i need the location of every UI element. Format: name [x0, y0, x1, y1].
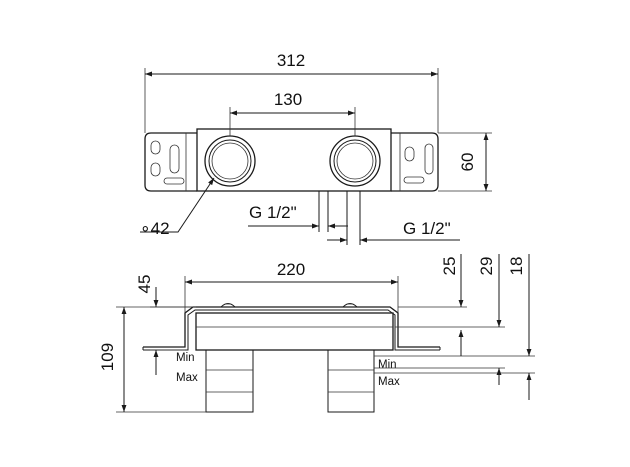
side-bracket	[142, 303, 441, 351]
label-max-right: Max	[378, 376, 400, 388]
dimension-29: 29	[477, 254, 502, 385]
dim-center-distance: 130	[274, 90, 302, 109]
dimension-109: 109	[98, 306, 206, 413]
right-outlet	[329, 135, 381, 187]
dim-29: 29	[477, 257, 496, 276]
left-pipe	[205, 349, 254, 413]
dim-diameter: ∘42	[140, 219, 170, 238]
right-pipe	[327, 349, 375, 413]
side-body	[195, 312, 394, 351]
top-body	[196, 128, 392, 192]
dimension-thread-left: G 1/2"	[248, 203, 348, 229]
dimension-25: 25	[440, 254, 464, 356]
side-view: 220 45 109 Min Max Min Max	[98, 254, 535, 413]
thread-pipes	[318, 191, 361, 245]
left-outlet	[204, 135, 256, 187]
dim-width: 220	[277, 260, 305, 279]
dimension-18: 18	[507, 254, 532, 400]
dim-overall-width: 312	[277, 51, 305, 70]
dim-total-109: 109	[98, 343, 117, 371]
dim-thread-left: G 1/2"	[249, 203, 297, 222]
dim-depth-45: 45	[135, 275, 154, 294]
label-min-right: Min	[378, 359, 397, 371]
dimension-diameter: ∘42	[140, 177, 215, 238]
label-min-left: Min	[176, 352, 195, 364]
dim-thread-right: G 1/2"	[403, 219, 451, 238]
dim-height: 60	[458, 153, 477, 172]
left-bracket	[144, 132, 197, 192]
dim-25: 25	[440, 257, 459, 276]
right-bracket	[391, 132, 439, 192]
dimension-312: 312	[144, 51, 439, 133]
dimension-130: 130	[229, 90, 356, 136]
dimension-60: 60	[438, 132, 492, 192]
dim-18: 18	[507, 257, 526, 276]
label-max-left: Max	[176, 372, 198, 384]
top-view: 312 130 60 ∘42 G 1/2"	[140, 51, 492, 245]
dimension-220: 220	[184, 260, 399, 313]
dimension-thread-right: G 1/2"	[327, 219, 460, 243]
